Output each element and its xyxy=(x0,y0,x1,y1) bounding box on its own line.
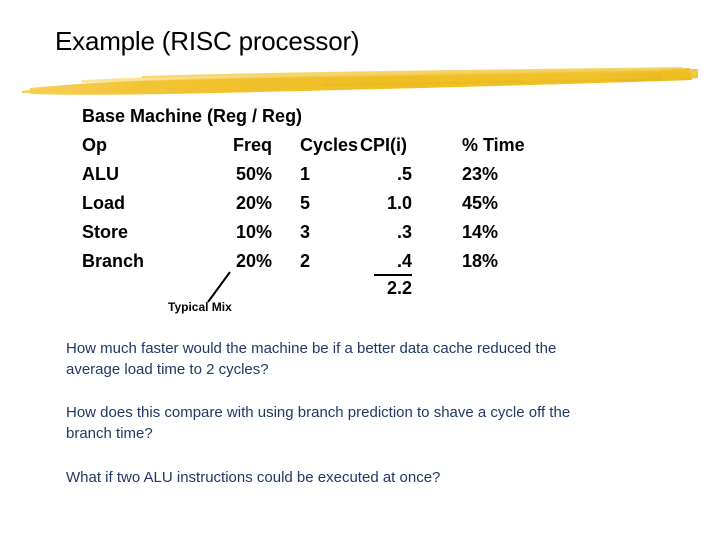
cell-freq: 20% xyxy=(235,251,272,271)
column-header-op: Op xyxy=(82,135,107,155)
column-header-freq: Freq xyxy=(232,135,272,155)
cell-time: 45% xyxy=(462,193,499,213)
page-title: Example (RISC processor) xyxy=(55,26,360,56)
cell-time: 14% xyxy=(462,222,499,242)
cell-cycles: 3 xyxy=(300,222,311,242)
table-caption: Base Machine (Reg / Reg) xyxy=(82,106,303,126)
cell-cpi: 1.0 xyxy=(386,193,412,213)
table-row: Load 20% 5 1.0 45% xyxy=(82,193,602,217)
question-paragraph-3: What if two ALU instructions could be ex… xyxy=(66,469,441,486)
column-header-time: % Time xyxy=(462,135,525,155)
brush-stroke-divider xyxy=(22,67,698,95)
cell-time: 23% xyxy=(462,164,499,184)
sum-rule-line xyxy=(374,274,412,276)
cell-op: Branch xyxy=(82,251,145,271)
total-cpi-value: 2.2 xyxy=(386,278,412,298)
cell-cpi: .4 xyxy=(396,251,412,271)
cell-time: 18% xyxy=(462,251,499,271)
cell-freq: 20% xyxy=(235,193,272,213)
cell-cycles: 5 xyxy=(300,193,311,213)
cell-cycles: 2 xyxy=(300,251,311,271)
typical-mix-annotation: Typical Mix xyxy=(168,300,232,314)
cell-cpi: .3 xyxy=(396,222,412,242)
cell-freq: 50% xyxy=(235,164,272,184)
cell-op: Load xyxy=(82,193,125,213)
question-paragraph-2: How does this compare with using branch … xyxy=(66,404,571,442)
table-row: Store 10% 3 .3 14% xyxy=(82,222,602,246)
cell-freq: 10% xyxy=(235,222,272,242)
cell-cpi: .5 xyxy=(396,164,412,184)
column-header-cycles: Cycles xyxy=(300,135,359,155)
table-row: Branch 20% 2 .4 18% xyxy=(82,251,602,275)
cell-cycles: 1 xyxy=(300,164,311,184)
cell-op: Store xyxy=(82,222,129,242)
table-row: ALU 50% 1 .5 23% xyxy=(82,164,602,188)
table-header-row: Op Freq Cycles CPI(i) % Time xyxy=(82,135,602,159)
cell-op: ALU xyxy=(82,164,119,184)
column-header-cpi: CPI(i) xyxy=(360,135,407,155)
comparison-table: Base Machine (Reg / Reg) Op Freq Cycles … xyxy=(82,106,602,306)
question-paragraph-1: How much faster would the machine be if … xyxy=(66,340,557,378)
